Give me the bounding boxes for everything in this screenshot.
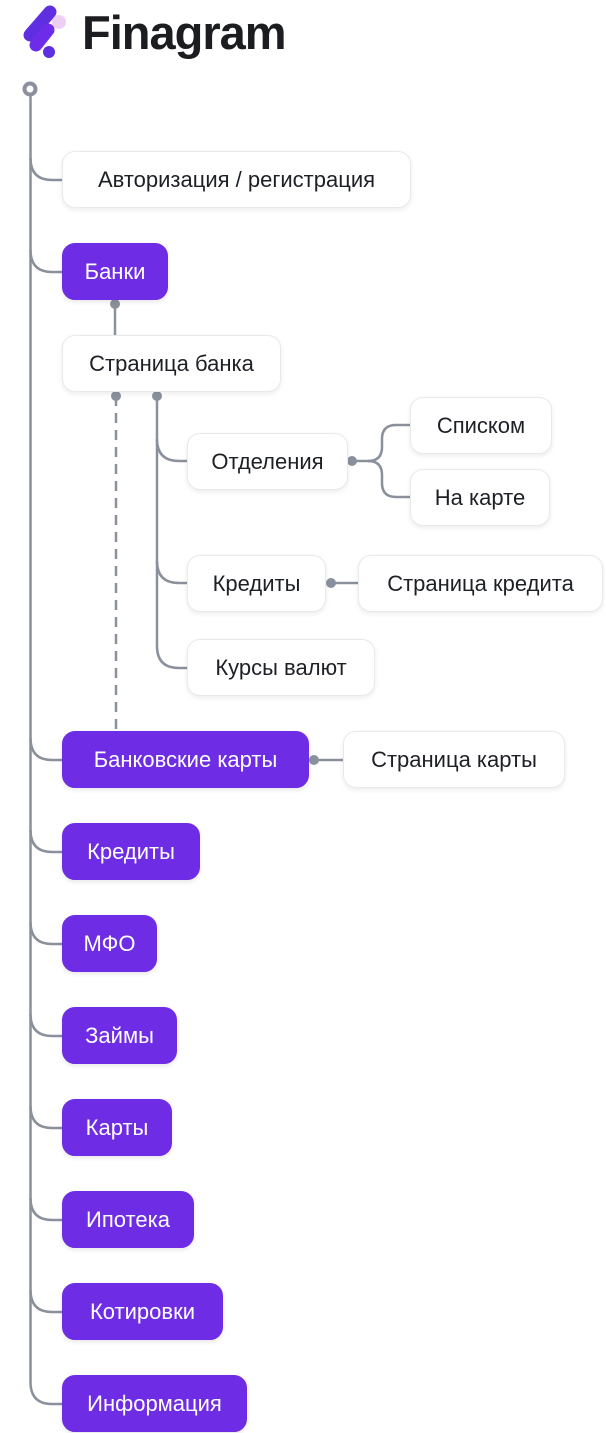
elbow-bank-cards: [29, 737, 62, 762]
finagram-logo-icon: [23, 5, 66, 58]
node-list-view[interactable]: Списком: [410, 397, 552, 454]
elbow-cards: [29, 1105, 62, 1130]
node-mfo[interactable]: МФО: [62, 915, 157, 972]
node-card-page[interactable]: Страница карты: [343, 731, 565, 788]
port-dot: [347, 456, 357, 466]
logo-bar-long: [23, 5, 57, 42]
node-credits-sub[interactable]: Кредиты: [187, 555, 326, 612]
elbow-mortgage: [29, 1197, 62, 1222]
node-credit-page[interactable]: Страница кредита: [358, 555, 603, 612]
elbow-auth: [29, 157, 62, 182]
fork-up-list: [367, 423, 410, 463]
elbow-credits: [29, 829, 62, 854]
port-dot: [309, 755, 319, 765]
elbow-mfo: [29, 921, 62, 946]
fork-down-map: [367, 459, 410, 499]
port-dot: [152, 391, 162, 401]
logo-dot-purple: [43, 46, 55, 58]
node-currency[interactable]: Курсы валют: [187, 639, 375, 696]
node-branches[interactable]: Отделения: [187, 433, 348, 490]
node-bank-page[interactable]: Страница банка: [62, 335, 281, 392]
brand-title: Finagram: [82, 6, 287, 59]
node-auth[interactable]: Авторизация / регистрация: [62, 151, 411, 208]
node-map-view[interactable]: На карте: [410, 469, 550, 526]
node-loans[interactable]: Займы: [62, 1007, 177, 1064]
node-credits[interactable]: Кредиты: [62, 823, 200, 880]
root-node-dot: [22, 81, 38, 97]
elbow-loans: [29, 1013, 62, 1038]
node-cards[interactable]: Карты: [62, 1099, 172, 1156]
port-dot: [326, 578, 336, 588]
node-banks[interactable]: Банки: [62, 243, 168, 300]
port-dot: [110, 299, 120, 309]
branch-bankpage-main: [155, 396, 187, 670]
logo-dot-pink: [52, 15, 66, 29]
node-info[interactable]: Информация: [62, 1375, 247, 1432]
elbow-banks: [29, 249, 62, 274]
branch-to-credits-sub: [155, 560, 187, 585]
elbow-info: [29, 1381, 62, 1406]
elbow-quotes: [29, 1289, 62, 1314]
branch-to-branches: [155, 438, 187, 463]
node-quotes[interactable]: Котировки: [62, 1283, 223, 1340]
node-mortgage[interactable]: Ипотека: [62, 1191, 194, 1248]
logo-bar-short: [29, 23, 55, 52]
node-bank-cards[interactable]: Банковские карты: [62, 731, 309, 788]
port-dot: [111, 391, 121, 401]
